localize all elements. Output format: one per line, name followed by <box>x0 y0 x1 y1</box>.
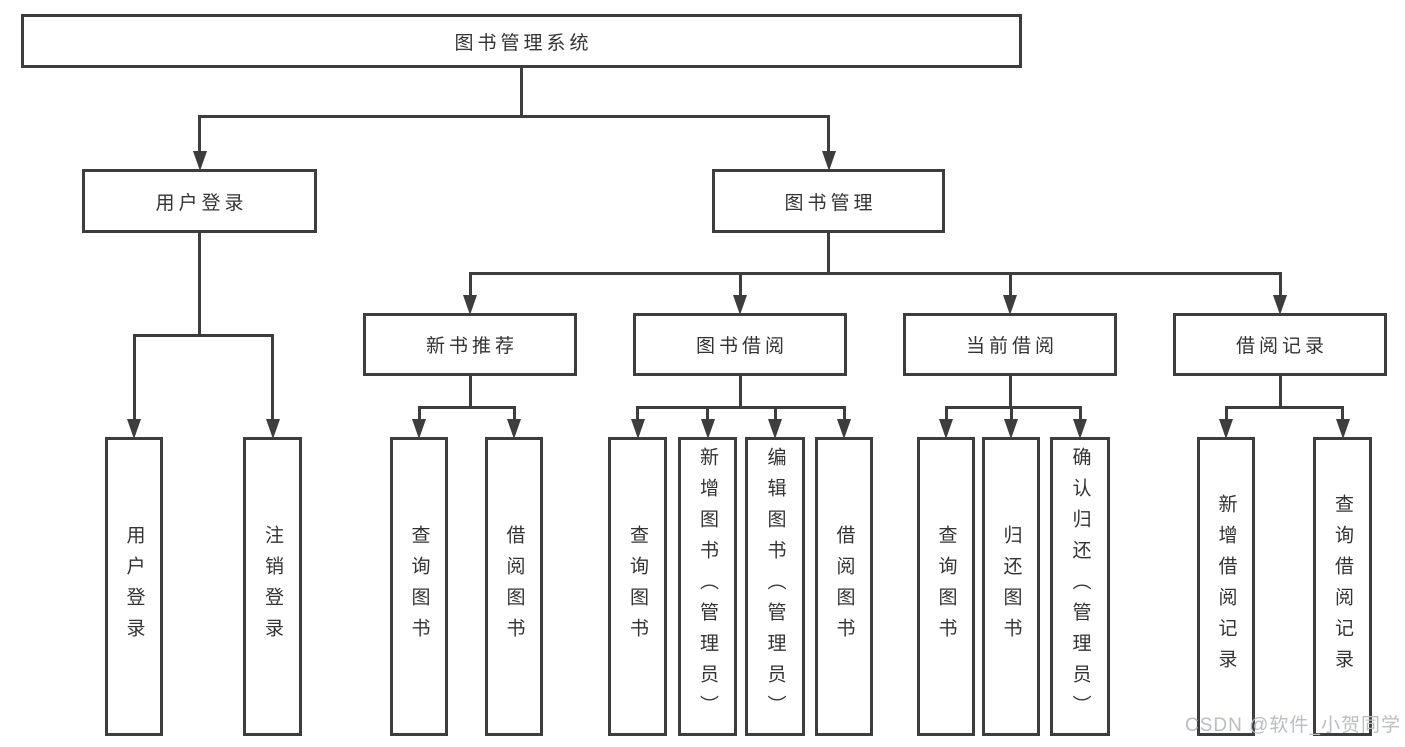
connector-line <box>842 407 846 421</box>
connector-line <box>636 407 639 421</box>
arrowhead-icon <box>837 419 851 439</box>
connector-line <box>1224 407 1228 421</box>
connector-line <box>827 116 830 153</box>
node-login: 用户登录 <box>82 169 317 233</box>
arrowhead-icon <box>939 419 953 439</box>
connector-line <box>738 375 742 407</box>
connector-bar <box>417 405 516 409</box>
node-label-leaf-c-confirm: 确认归还（管理员） <box>1069 447 1091 726</box>
node-label-leaf-nb-borrow: 借阅图书 <box>503 524 525 649</box>
connector-line <box>706 407 709 421</box>
connector-line <box>944 407 948 421</box>
node-label-leaf-b-add: 新增图书（管理员） <box>697 447 718 726</box>
node-leaf-logout: 注销登录 <box>243 437 302 736</box>
node-label-leaf-c-return: 归还图书 <box>1000 524 1022 649</box>
node-leaf-c-confirm: 确认归还（管理员） <box>1050 437 1110 736</box>
node-label-leaf-nb-query: 查询图书 <box>408 524 430 649</box>
arrowhead-icon <box>265 419 280 439</box>
node-label-mgmt: 图书管理 <box>784 192 877 214</box>
connector-bar <box>132 333 274 337</box>
node-leaf-b-borrow: 借阅图书 <box>815 437 873 736</box>
connector-line <box>1341 407 1344 421</box>
connector-line <box>520 67 523 116</box>
connector-line <box>738 273 742 297</box>
watermark-text: CSDN @软件_小贺同学 <box>1185 715 1401 736</box>
connector-line <box>271 335 274 421</box>
arrowhead-icon <box>1004 419 1018 439</box>
connector-line <box>198 116 201 153</box>
node-label-records: 借阅记录 <box>1235 336 1328 357</box>
arrowhead-icon <box>507 419 521 439</box>
connector-line <box>512 407 516 421</box>
connector-line <box>1009 407 1013 421</box>
arrowhead-icon <box>127 419 141 439</box>
arrowhead-icon <box>1273 295 1287 315</box>
node-leaf-r-query: 查询借阅记录 <box>1313 437 1372 736</box>
node-leaf-b-add: 新增图书（管理员） <box>678 437 737 736</box>
node-records: 借阅记录 <box>1173 313 1387 376</box>
connector-line <box>132 335 136 421</box>
connector-bar <box>468 271 1282 275</box>
arrowhead-icon <box>821 151 836 171</box>
node-label-leaf-b-borrow: 借阅图书 <box>833 524 855 649</box>
node-label-leaf-logout: 注销登录 <box>262 524 283 649</box>
connector-line <box>417 407 421 421</box>
connector-line <box>1078 407 1082 421</box>
arrowhead-icon <box>630 419 645 439</box>
node-current: 当前借阅 <box>903 313 1117 376</box>
node-label-newbook: 新书推荐 <box>425 336 518 357</box>
node-label-leaf-user-login: 用户登录 <box>123 524 145 649</box>
node-label-current: 当前借阅 <box>965 336 1058 357</box>
arrowhead-icon <box>463 295 477 315</box>
node-borrow: 图书借阅 <box>633 313 847 376</box>
node-label-leaf-b-query: 查询图书 <box>627 524 648 649</box>
connector-bar <box>1224 405 1344 409</box>
node-label-leaf-r-query: 查询借阅记录 <box>1332 493 1353 680</box>
connector-line <box>1008 375 1012 407</box>
node-newbook: 新书推荐 <box>363 313 577 376</box>
arrowhead-icon <box>1073 419 1087 439</box>
connector-bar <box>944 405 1082 409</box>
connector-bar <box>636 405 846 409</box>
node-label-root: 图书管理系统 <box>454 32 593 54</box>
connector-line <box>1278 375 1282 407</box>
node-label-leaf-c-query: 查询图书 <box>935 524 957 649</box>
node-leaf-nb-borrow: 借阅图书 <box>485 437 543 736</box>
arrowhead-icon <box>733 295 747 315</box>
connector-line <box>1278 273 1282 297</box>
node-leaf-c-return: 归还图书 <box>982 437 1040 736</box>
arrowhead-icon <box>700 419 715 439</box>
node-leaf-nb-query: 查询图书 <box>390 437 448 736</box>
arrowhead-icon <box>768 419 782 439</box>
arrowhead-icon <box>1335 419 1350 439</box>
connector-line <box>1008 273 1012 297</box>
arrowhead-icon <box>412 419 426 439</box>
arrowhead-icon <box>1003 295 1017 315</box>
node-root: 图书管理系统 <box>21 14 1022 68</box>
connector-line <box>827 232 830 273</box>
node-leaf-b-edit: 编辑图书（管理员） <box>745 437 805 736</box>
node-mgmt: 图书管理 <box>712 169 945 233</box>
node-label-leaf-b-edit: 编辑图书（管理员） <box>764 447 786 726</box>
arrowhead-icon <box>192 151 207 171</box>
node-label-leaf-r-add: 新增借阅记录 <box>1215 493 1237 680</box>
node-label-login: 用户登录 <box>155 192 248 214</box>
node-leaf-r-add: 新增借阅记录 <box>1197 437 1255 736</box>
connector-line <box>468 375 472 407</box>
connector-bar <box>198 114 830 118</box>
connector-line <box>773 407 777 421</box>
node-leaf-b-query: 查询图书 <box>608 437 667 736</box>
node-label-borrow: 图书借阅 <box>695 336 788 357</box>
node-leaf-c-query: 查询图书 <box>917 437 975 736</box>
arrowhead-icon <box>1219 419 1233 439</box>
node-leaf-user-login: 用户登录 <box>105 437 163 736</box>
connector-line <box>198 232 201 335</box>
connector-line <box>468 273 472 297</box>
